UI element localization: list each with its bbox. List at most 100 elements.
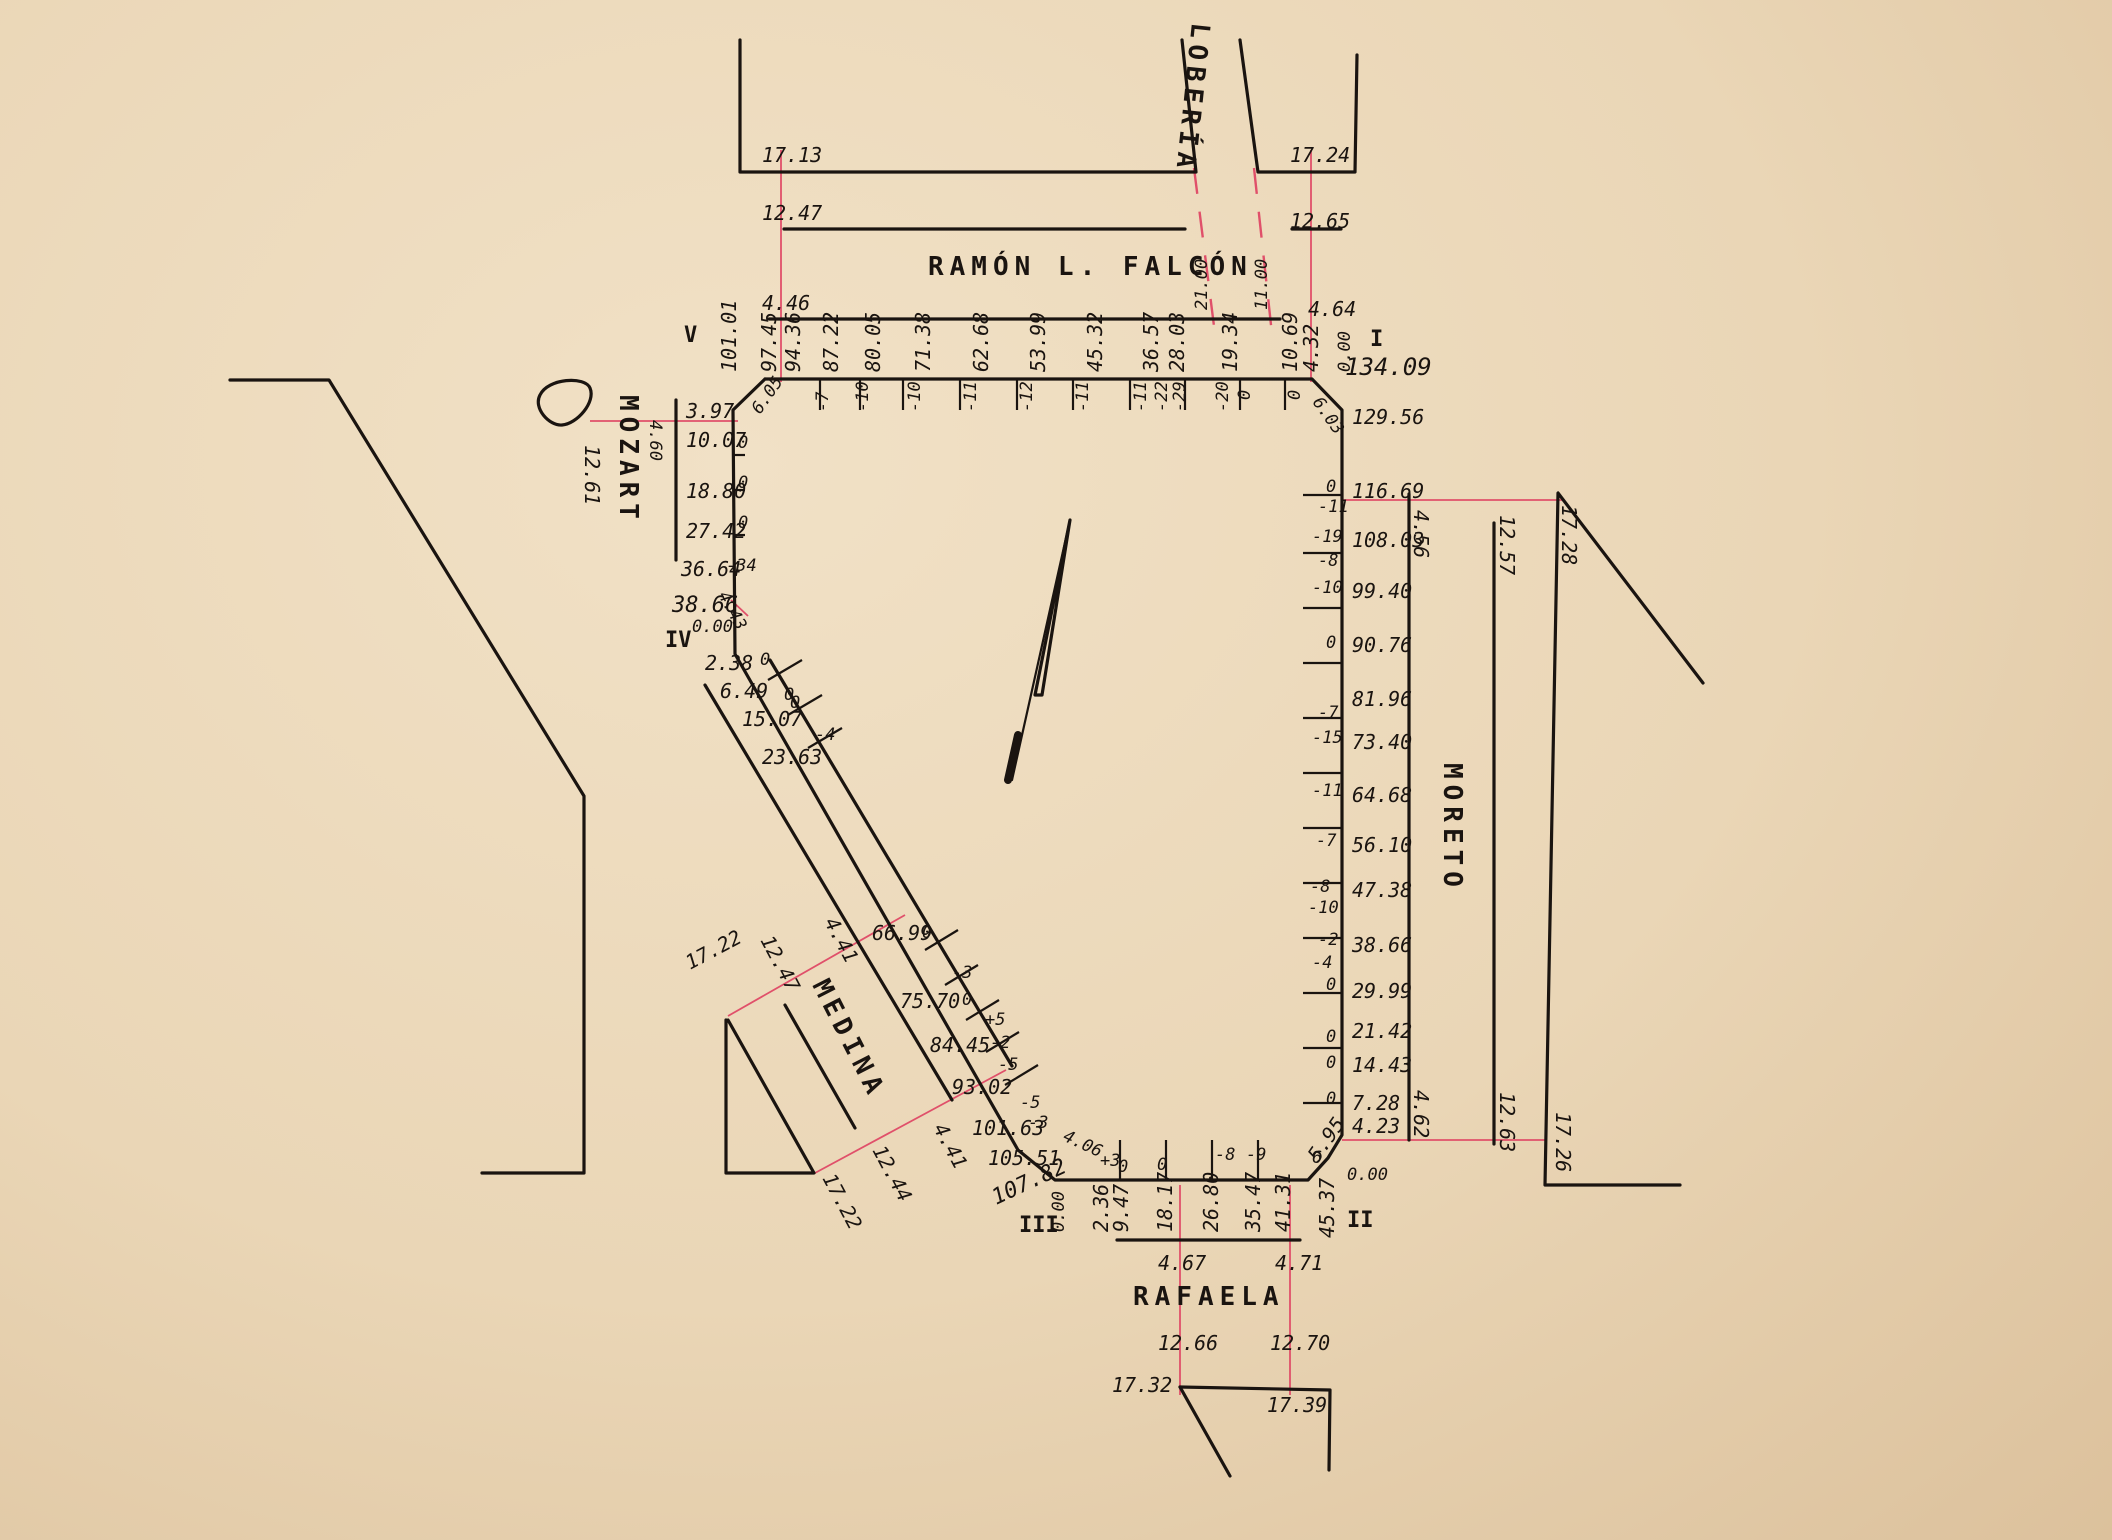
svg-text:18.17: 18.17 bbox=[1153, 1172, 1177, 1232]
svg-text:64.68: 64.68 bbox=[1352, 783, 1412, 807]
svg-text:23.63: 23.63 bbox=[762, 745, 822, 769]
svg-text:-8: -8 bbox=[1215, 1145, 1235, 1165]
svg-text:0: 0 bbox=[1235, 390, 1255, 400]
svg-text:4.71: 4.71 bbox=[1275, 1251, 1323, 1275]
main-block-outline bbox=[731, 377, 1344, 1182]
svg-text:17.32: 17.32 bbox=[1112, 1373, 1172, 1397]
svg-text:0: 0 bbox=[1326, 633, 1336, 653]
svg-text:21.42: 21.42 bbox=[1352, 1019, 1412, 1043]
svg-text:87.22: 87.22 bbox=[819, 312, 843, 372]
svg-text:3.97: 3.97 bbox=[685, 399, 734, 423]
svg-text:-2: -2 bbox=[990, 1033, 1010, 1053]
svg-text:108.03: 108.03 bbox=[1352, 528, 1424, 552]
svg-text:26.80: 26.80 bbox=[1199, 1172, 1223, 1232]
svg-text:66.99: 66.99 bbox=[872, 921, 932, 945]
svg-text:-4: -4 bbox=[1312, 953, 1332, 973]
street-moreto: MORETO bbox=[1437, 763, 1467, 893]
svg-text:0: 0 bbox=[738, 473, 748, 493]
svg-text:-7: -7 bbox=[1316, 831, 1337, 851]
svg-text:36.57: 36.57 bbox=[1139, 312, 1163, 373]
svg-text:-34: -34 bbox=[726, 556, 757, 576]
svg-text:0.00: 0.00 bbox=[692, 617, 733, 637]
vertex-i: I bbox=[1370, 327, 1383, 352]
svg-text:0.00: 0.00 bbox=[1347, 1165, 1388, 1185]
svg-text:94.36: 94.36 bbox=[781, 312, 805, 372]
top-measurements: 17.13 17.24 12.47 12.65 4.46 4.64 21.00 … bbox=[717, 143, 1432, 438]
svg-text:0: 0 bbox=[1118, 1157, 1128, 1177]
svg-text:0: 0 bbox=[1326, 477, 1336, 497]
svg-text:2.38: 2.38 bbox=[705, 651, 753, 675]
svg-text:0: 0 bbox=[1285, 390, 1305, 400]
svg-text:17.22: 17.22 bbox=[818, 1169, 867, 1233]
svg-text:93.02: 93.02 bbox=[952, 1075, 1012, 1099]
svg-text:28.03: 28.03 bbox=[1165, 312, 1189, 372]
vertex-iv: IV bbox=[665, 628, 692, 653]
left-measurements: 3.97 10.07 18.80 27.42 36.64 38.66 0 0 0… bbox=[580, 399, 757, 637]
street-loberia: LOBERÍA bbox=[1169, 21, 1217, 175]
svg-text:12.44: 12.44 bbox=[868, 1141, 917, 1205]
vertex-ii: II bbox=[1347, 1208, 1374, 1233]
svg-text:6.49: 6.49 bbox=[720, 679, 768, 703]
svg-text:-8: -8 bbox=[1310, 877, 1330, 897]
vertex-iii: III bbox=[1019, 1213, 1059, 1238]
svg-text:4.60: 4.60 bbox=[645, 420, 665, 461]
dimension-lines bbox=[590, 150, 1562, 1395]
svg-text:17.26: 17.26 bbox=[1551, 1112, 1575, 1172]
svg-text:-7: -7 bbox=[813, 391, 833, 412]
svg-text:116.69: 116.69 bbox=[1352, 479, 1424, 503]
svg-text:75.70: 75.70 bbox=[900, 989, 960, 1013]
svg-text:90.76: 90.76 bbox=[1352, 633, 1412, 657]
svg-text:45.32: 45.32 bbox=[1083, 312, 1107, 372]
svg-text:0: 0 bbox=[784, 685, 794, 705]
svg-text:12.47: 12.47 bbox=[756, 931, 805, 995]
svg-text:14.43: 14.43 bbox=[1352, 1053, 1412, 1077]
svg-text:129.56: 129.56 bbox=[1352, 405, 1424, 429]
svg-text:9.47: 9.47 bbox=[1109, 1184, 1133, 1232]
svg-text:4.64: 4.64 bbox=[1308, 297, 1356, 321]
svg-text:-29: -29 bbox=[1170, 381, 1190, 412]
svg-text:101.01: 101.01 bbox=[717, 300, 741, 372]
svg-text:-12: -12 bbox=[1017, 381, 1037, 412]
svg-text:4.23: 4.23 bbox=[1352, 1114, 1400, 1138]
svg-text:-4: -4 bbox=[815, 725, 835, 745]
svg-text:0: 0 bbox=[790, 693, 800, 713]
svg-text:15.07: 15.07 bbox=[742, 707, 802, 731]
svg-text:-5: -5 bbox=[998, 1055, 1018, 1075]
svg-text:-10: -10 bbox=[905, 381, 925, 412]
svg-text:-8: -8 bbox=[1318, 551, 1338, 571]
svg-text:0: 0 bbox=[1326, 1053, 1336, 1073]
svg-text:4.32: 4.32 bbox=[1299, 324, 1323, 372]
svg-text:0: 0 bbox=[738, 433, 748, 453]
svg-text:-3: -3 bbox=[952, 963, 972, 983]
street-mozart: MOZART bbox=[613, 395, 643, 525]
svg-text:-11: -11 bbox=[1073, 381, 1093, 412]
svg-text:4.06: 4.06 bbox=[1060, 1126, 1106, 1161]
svg-text:99.40: 99.40 bbox=[1352, 579, 1412, 603]
svg-text:10.07: 10.07 bbox=[686, 428, 746, 452]
svg-text:73.40: 73.40 bbox=[1352, 730, 1412, 754]
svg-text:+5: +5 bbox=[985, 1010, 1005, 1030]
svg-text:-11: -11 bbox=[961, 381, 981, 412]
svg-text:0: 0 bbox=[962, 990, 972, 1010]
svg-text:-2: -2 bbox=[1318, 930, 1338, 950]
svg-text:17.28: 17.28 bbox=[1557, 505, 1581, 565]
svg-text:18.80: 18.80 bbox=[686, 479, 746, 503]
svg-text:0: 0 bbox=[1157, 1155, 1167, 1175]
svg-text:80.05: 80.05 bbox=[861, 312, 885, 372]
svg-text:-11: -11 bbox=[1131, 381, 1151, 412]
svg-text:35.47: 35.47 bbox=[1241, 1172, 1265, 1233]
svg-text:12.63: 12.63 bbox=[1495, 1092, 1519, 1152]
street-rafaela: RAFAELA bbox=[1133, 1282, 1285, 1312]
svg-text:12.47: 12.47 bbox=[762, 201, 822, 225]
svg-text:11.00: 11.00 bbox=[1252, 259, 1272, 310]
boundary-lines bbox=[228, 38, 1705, 1478]
svg-text:105.51: 105.51 bbox=[988, 1146, 1060, 1170]
svg-text:0: 0 bbox=[760, 650, 770, 670]
svg-text:12.66: 12.66 bbox=[1158, 1331, 1218, 1355]
svg-text:12.57: 12.57 bbox=[1495, 515, 1519, 575]
svg-text:81.96: 81.96 bbox=[1352, 687, 1412, 711]
svg-text:-3: -3 bbox=[1028, 1113, 1048, 1133]
svg-text:7.28: 7.28 bbox=[1352, 1091, 1400, 1115]
